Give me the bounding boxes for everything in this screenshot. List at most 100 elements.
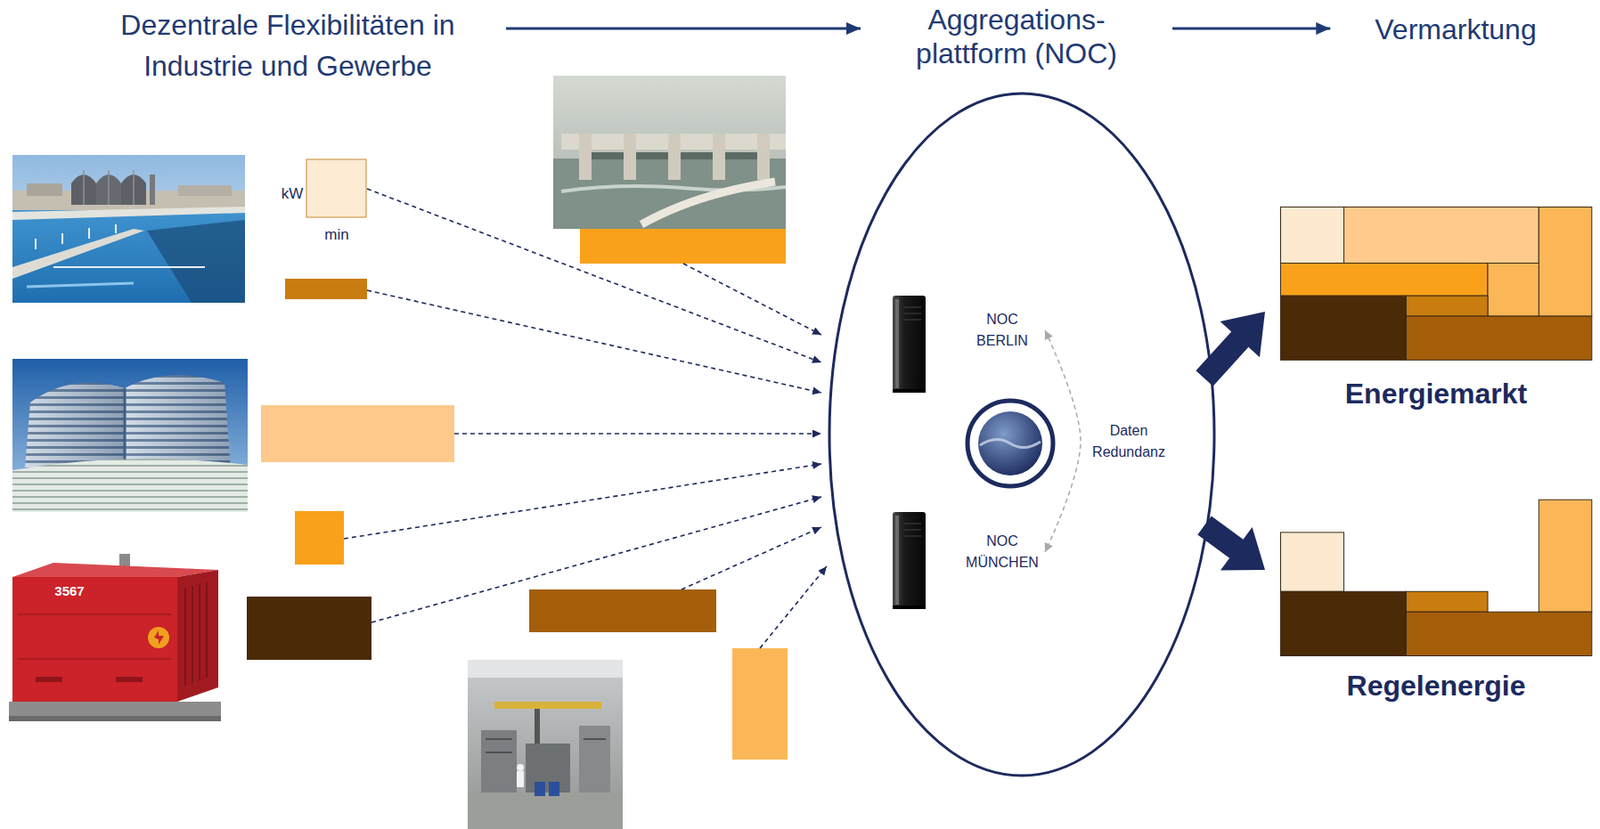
redundancy-arrow xyxy=(1044,330,1081,553)
feed-in-arrows-part xyxy=(367,188,822,363)
feed-in-arrows-part xyxy=(681,527,822,590)
flex-block xyxy=(579,228,786,264)
energy-market-stack xyxy=(1281,207,1592,361)
industrial-hall-photo-part xyxy=(534,782,546,797)
section-heading: Dezentrale Flexibilitäten in Industrie u… xyxy=(69,4,507,88)
office-building-photo-part xyxy=(12,458,248,513)
server-rack-icon-part xyxy=(892,512,926,610)
market-arrow xyxy=(1197,516,1266,572)
server-rack-icon-part xyxy=(903,307,922,320)
generator-photo-part xyxy=(8,716,221,722)
generator-photo-part xyxy=(185,582,207,686)
industrial-hall-photo-part xyxy=(579,726,611,798)
energy-market-stack-part xyxy=(1344,207,1540,264)
generator-photo xyxy=(8,551,233,727)
weir-photo-part xyxy=(579,133,592,180)
generator-photo-part xyxy=(147,627,170,649)
flex-block xyxy=(261,405,455,463)
node-text: Dezentrale Flexibilitäten in Industrie u… xyxy=(114,4,462,88)
energy-market-stack-part xyxy=(1281,295,1407,360)
industrial-hall-photo xyxy=(467,660,623,829)
feed-in-arrows-part xyxy=(367,290,822,393)
market-label: Regelenergie xyxy=(1346,669,1527,703)
flex-block xyxy=(529,589,717,633)
server-rack-icon-part xyxy=(892,295,926,393)
industrial-hall-photo-part xyxy=(516,764,524,772)
control-energy-stack xyxy=(1281,499,1592,656)
generator-photo-part xyxy=(12,577,178,703)
control-energy-stack-part xyxy=(1405,612,1592,656)
flex-block xyxy=(246,596,372,661)
axis-unit: min xyxy=(324,226,349,245)
weir-photo-part xyxy=(668,133,681,180)
server-label: NOC BERLIN xyxy=(959,309,1045,352)
energy-market-stack-part xyxy=(1281,207,1345,264)
weir-photo-part xyxy=(641,181,776,225)
wastewater-plant-photo-part xyxy=(12,228,145,279)
feed-in-arrows-part xyxy=(343,464,822,539)
wastewater-plant-photo-part xyxy=(146,220,245,303)
industrial-hall-photo-part xyxy=(467,660,623,678)
server-rack-icon xyxy=(892,512,926,610)
section-heading: Aggregations- plattform (NOC) xyxy=(860,2,1173,72)
wastewater-plant-photo-part xyxy=(149,174,156,205)
weir-photo-part xyxy=(623,133,637,180)
platform-ellipse xyxy=(829,93,1215,776)
energy-market-stack-part xyxy=(1405,295,1488,317)
server-label: NOC MÜNCHEN xyxy=(959,530,1045,574)
industrial-hall-photo-part xyxy=(516,771,524,788)
weir-photo-part xyxy=(757,133,770,180)
control-energy-stack-part xyxy=(1281,591,1407,656)
server-rack-icon xyxy=(892,295,926,393)
node-text: NOC BERLIN xyxy=(961,309,1044,352)
market-arrow xyxy=(1195,311,1266,387)
energy-market-stack-part xyxy=(1487,263,1539,318)
control-energy-stack-part xyxy=(1405,591,1488,613)
node-text: Vermarktung xyxy=(1374,12,1536,47)
flex-block xyxy=(732,648,788,760)
platform-logo-part xyxy=(978,411,1043,476)
flow-arrow xyxy=(506,27,861,31)
flex-block xyxy=(285,278,368,300)
weir-photo-part xyxy=(591,152,758,160)
feed-in-arrows-part xyxy=(759,566,827,649)
wastewater-plant-photo-part xyxy=(26,183,63,196)
generator-photo-part xyxy=(17,614,172,660)
flexibility-blocks xyxy=(246,159,788,760)
feed-in-arrows-part xyxy=(371,497,822,623)
generator-photo-part xyxy=(177,570,219,703)
industrial-hall-photo-part xyxy=(494,702,602,710)
server-rack-icon-part xyxy=(903,523,922,537)
node-text: NOC MÜNCHEN xyxy=(961,530,1044,574)
industrial-hall-photo-part xyxy=(525,743,571,793)
section-heading: Vermarktung xyxy=(1330,12,1581,47)
generator-photo-part xyxy=(115,677,143,683)
industrial-hall-photo-part xyxy=(534,709,540,745)
platform-logo-part xyxy=(967,400,1054,487)
flex-block xyxy=(306,159,367,218)
model-number: 3567 xyxy=(54,583,84,600)
control-energy-stack-part xyxy=(1538,499,1592,613)
feed-in-arrows-part xyxy=(683,263,822,335)
wastewater-plant-photo-part xyxy=(178,185,232,196)
server-rack-icon-part xyxy=(892,605,926,610)
node-text: Aggregations- plattform (NOC) xyxy=(905,2,1128,72)
wastewater-plant-photo-part xyxy=(12,206,245,221)
industrial-hall-photo-part xyxy=(485,739,606,753)
weir-photo-part xyxy=(712,133,726,180)
edge-label: Daten Redundanz xyxy=(1085,420,1172,464)
market-label: Energiemarkt xyxy=(1345,376,1528,411)
feed-in-arrows xyxy=(343,188,827,649)
generator-photo-part xyxy=(8,551,233,727)
control-energy-stack-part xyxy=(1281,532,1345,592)
generator-photo-part xyxy=(35,677,63,683)
office-building-photo xyxy=(12,359,248,513)
office-building-photo-part xyxy=(12,359,248,513)
flex-block xyxy=(294,511,344,565)
wastewater-plant-photo xyxy=(12,155,245,303)
platform-logo xyxy=(967,400,1054,487)
